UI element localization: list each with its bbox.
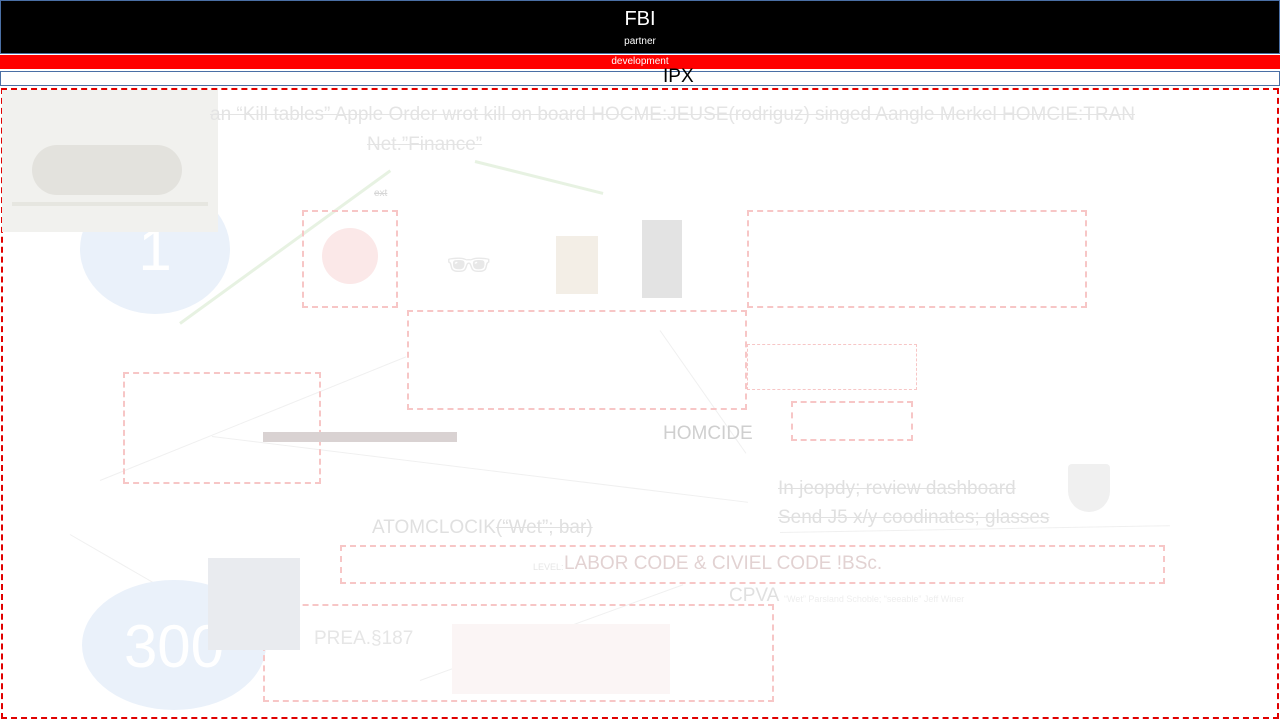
labor-code-label: LABOR CODE & CIVIEL CODE !BSc. bbox=[564, 553, 883, 574]
dashed-box bbox=[791, 401, 913, 441]
section-label: IPX bbox=[663, 66, 694, 87]
atom-suffix: (“Wet”; bar) bbox=[495, 517, 593, 538]
headline-line-1: an “Kill tables” Apple Order wrot kill o… bbox=[210, 104, 1135, 125]
faint-photo bbox=[452, 624, 670, 694]
paper-bag-image bbox=[556, 236, 598, 294]
band-label: development bbox=[611, 56, 669, 67]
status-line-1: In jeopdy; review dashboard bbox=[778, 478, 1016, 499]
dashed-box bbox=[407, 310, 747, 410]
small-label: ext bbox=[374, 188, 388, 199]
content-frame bbox=[1, 88, 1279, 719]
shield-icon bbox=[1068, 464, 1110, 512]
prea-label: PREA.§187 bbox=[314, 628, 414, 649]
sunglasses-icon: 🕶 bbox=[446, 244, 492, 285]
cpva-note: “Wet” Parsland Schoble; “seeable” Jeff W… bbox=[784, 594, 965, 604]
atom-clock-label: ATOMCLOCIK(“Wet”; bar) bbox=[372, 517, 593, 539]
dashed-box bbox=[123, 372, 321, 484]
section-bar bbox=[0, 71, 1280, 86]
headline-line-2: Net.”Finance” bbox=[367, 134, 483, 155]
person-photo bbox=[208, 558, 300, 650]
red-circle-image bbox=[322, 228, 378, 284]
cpva-label: CPVA bbox=[729, 585, 780, 606]
homicide-label: HOMCIDE bbox=[663, 423, 753, 444]
title-bar bbox=[0, 0, 1280, 54]
dashed-box bbox=[263, 604, 774, 702]
labor-level-label: LEVEL: bbox=[533, 562, 564, 572]
slide-subtitle: partner bbox=[624, 36, 656, 47]
dashed-box bbox=[747, 210, 1087, 308]
dashed-box bbox=[747, 344, 917, 390]
phone-image bbox=[642, 220, 682, 298]
bomb-photo bbox=[2, 90, 218, 232]
step-circle-label: 300 bbox=[123, 613, 225, 680]
gray-bar bbox=[263, 432, 457, 442]
slide-title: FBI bbox=[624, 8, 656, 30]
atom-prefix: ATOMCLOCIK bbox=[372, 517, 496, 538]
dashed-box bbox=[340, 545, 1165, 584]
status-line-2: Send J5 x/y coodinates; glasses bbox=[778, 507, 1050, 528]
red-band bbox=[0, 55, 1280, 69]
dashed-box bbox=[302, 210, 398, 308]
